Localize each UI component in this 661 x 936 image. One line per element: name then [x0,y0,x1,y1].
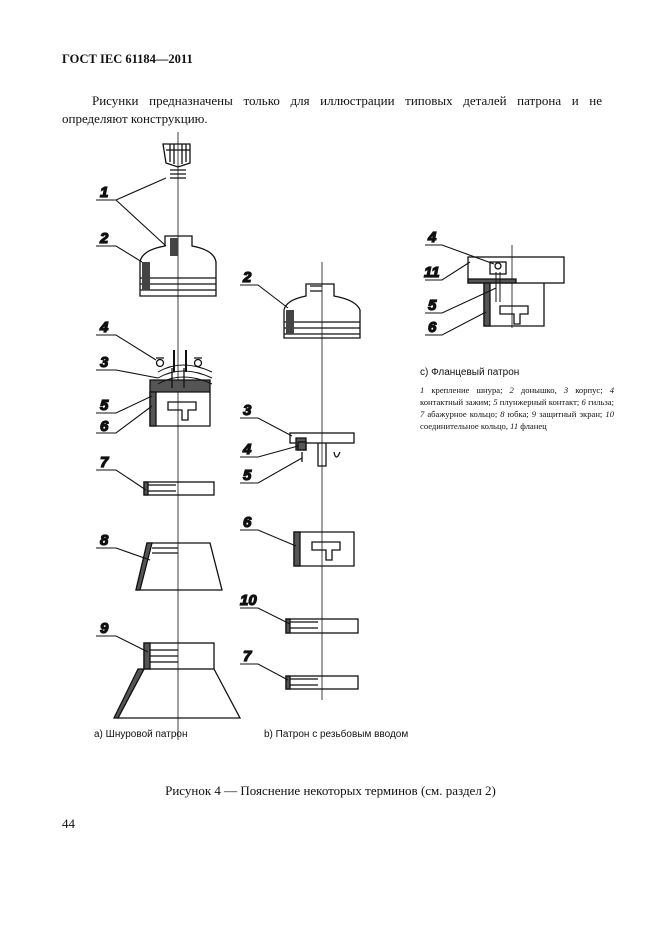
caption-c: с) Фланцевый патрон [420,367,520,378]
callout-a-4: 4 [99,319,109,336]
callout-c-6: 6 [428,319,437,336]
figure-legend: 1 крепление шнура; 2 донышко, 3 корпус; … [420,385,615,431]
callout-b-4: 4 [242,441,252,458]
part-a6-shell [149,391,211,427]
part-b6-shell [293,531,355,567]
callout-a-2: 2 [99,230,109,247]
part-a7-ring [143,481,215,496]
part-a8-skirt [135,542,223,591]
callout-a-6: 6 [100,418,109,435]
callout-c-11: 11 [424,264,440,281]
callout-b-7: 7 [243,648,252,665]
part-a2-cap [139,235,217,297]
callout-b-3: 3 [243,402,252,419]
callout-a-5: 5 [100,397,109,414]
caption-b: b) Патрон с резьбовым вводом [264,728,408,740]
callout-a-8: 8 [100,532,109,549]
part-c-flange [467,256,565,327]
part-a1-cord-grip [162,143,191,179]
page-number: 44 [62,816,75,831]
callout-a-1: 1 [100,184,108,201]
part-b2-cap [283,283,361,339]
callout-b-10: 10 [240,592,257,609]
callout-b-2: 2 [242,269,252,286]
leader-lines [96,177,497,681]
callout-b-5: 5 [243,467,252,484]
document-header: ГОСТ IEC 61184—2011 [62,52,193,66]
part-a9-shield [112,642,242,719]
callout-a-9: 9 [100,620,109,637]
intro-paragraph: Рисунки предназначены только для иллюстр… [62,93,602,126]
callout-c-5: 5 [428,297,437,314]
part-b3-body [289,432,355,467]
part-a3-body [149,350,213,393]
figure-title: Рисунок 4 — Пояснение некоторых терминов… [165,783,496,798]
callout-a-7: 7 [100,454,109,471]
callout-a-3: 3 [100,354,109,371]
caption-a: а) Шнуровой патрон [94,729,187,740]
callout-c-4: 4 [427,229,437,246]
callout-b-6: 6 [243,514,252,531]
